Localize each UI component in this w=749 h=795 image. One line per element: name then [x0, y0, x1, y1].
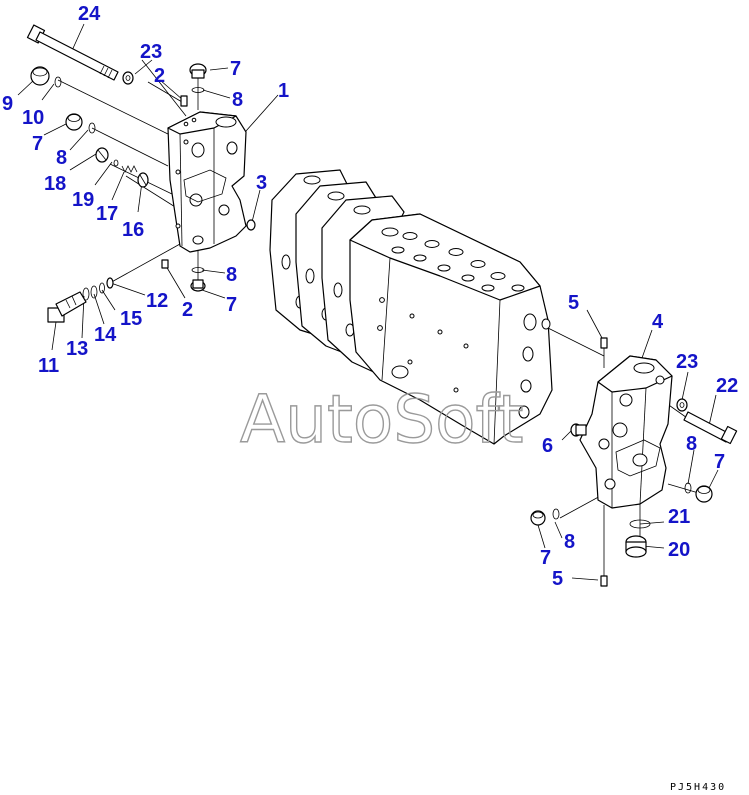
bolt-2-top: [180, 95, 188, 107]
washer-23: [122, 71, 134, 85]
watermark-text: AutoSoft: [240, 381, 523, 458]
callout-10: 10: [22, 107, 44, 129]
callout-5: 5: [568, 292, 579, 314]
callout-7: 7: [230, 58, 241, 80]
callout-20: 20: [668, 539, 690, 561]
callout-7: 7: [714, 451, 725, 473]
callouts: 24 23 2 7 8 1 9 10 7 8 18 19 17 16 3 8 7…: [2, 3, 738, 590]
bolt-3: [246, 219, 256, 231]
plug-7-top: [189, 63, 207, 79]
callout-16: 16: [122, 219, 144, 241]
callout-7: 7: [32, 133, 43, 155]
washer-23-right: [676, 398, 688, 412]
callout-1: 1: [278, 80, 289, 102]
callout-8: 8: [564, 531, 575, 553]
plug-9: [30, 66, 50, 86]
bolt-22: [683, 411, 738, 445]
callout-2: 2: [182, 299, 193, 321]
dowel-6: [570, 423, 587, 437]
o-ring-21: [629, 519, 651, 529]
callout-15: 15: [120, 308, 142, 330]
callout-7: 7: [540, 547, 551, 569]
bolt-5-top: [600, 337, 608, 349]
o-ring-19: [113, 159, 119, 167]
callout-24: 24: [78, 3, 101, 25]
callout-3: 3: [256, 172, 267, 194]
o-ring-8-left: [88, 122, 96, 134]
callout-6: 6: [542, 435, 553, 457]
callout-8: 8: [232, 89, 243, 111]
callout-23: 23: [676, 351, 698, 373]
callout-18: 18: [44, 173, 66, 195]
callout-14: 14: [94, 324, 117, 346]
o-ring-13: [82, 287, 90, 301]
bolt-5-bottom: [600, 575, 608, 587]
backup-ring-14: [90, 285, 98, 299]
callout-5: 5: [552, 568, 563, 590]
o-ring-10: [54, 76, 62, 88]
o-ring-8-bottom: [191, 267, 205, 273]
callout-8: 8: [226, 264, 237, 286]
plug-7-lower: [530, 510, 546, 526]
callout-13: 13: [66, 338, 88, 360]
o-ring-15: [99, 282, 105, 294]
plug-20: [625, 535, 647, 558]
callout-11: 11: [38, 355, 59, 377]
plug-7-left: [65, 113, 83, 131]
callout-4: 4: [652, 311, 664, 333]
o-ring-8-lower: [552, 508, 560, 520]
relief-valve-11: [47, 291, 87, 323]
callout-7: 7: [226, 294, 237, 316]
bolt-2-bottom: [161, 259, 169, 269]
drawing-code: PJ5H430: [670, 782, 726, 793]
spring-17: [121, 165, 138, 173]
o-ring-8-top: [191, 87, 205, 93]
callout-21: 21: [668, 506, 690, 528]
o-ring-8-right: [684, 482, 692, 494]
callout-17: 17: [96, 203, 118, 225]
callout-19: 19: [72, 189, 94, 211]
spool-16: [137, 172, 149, 188]
callout-2: 2: [154, 65, 165, 87]
callout-12: 12: [146, 290, 168, 312]
valve-section-stack: [269, 169, 553, 445]
plug-7-bottom: [190, 279, 206, 292]
end-cover-housing-1: [167, 111, 247, 253]
callout-8: 8: [56, 147, 67, 169]
callout-22: 22: [716, 375, 738, 397]
callout-9: 9: [2, 93, 13, 115]
callout-8: 8: [686, 433, 697, 455]
callout-23: 23: [140, 41, 162, 63]
plug-18: [95, 147, 109, 163]
long-bolt-24: [26, 24, 119, 81]
seal-12: [106, 277, 114, 289]
inlet-housing-4: [579, 355, 673, 509]
plug-7-right: [695, 485, 713, 503]
